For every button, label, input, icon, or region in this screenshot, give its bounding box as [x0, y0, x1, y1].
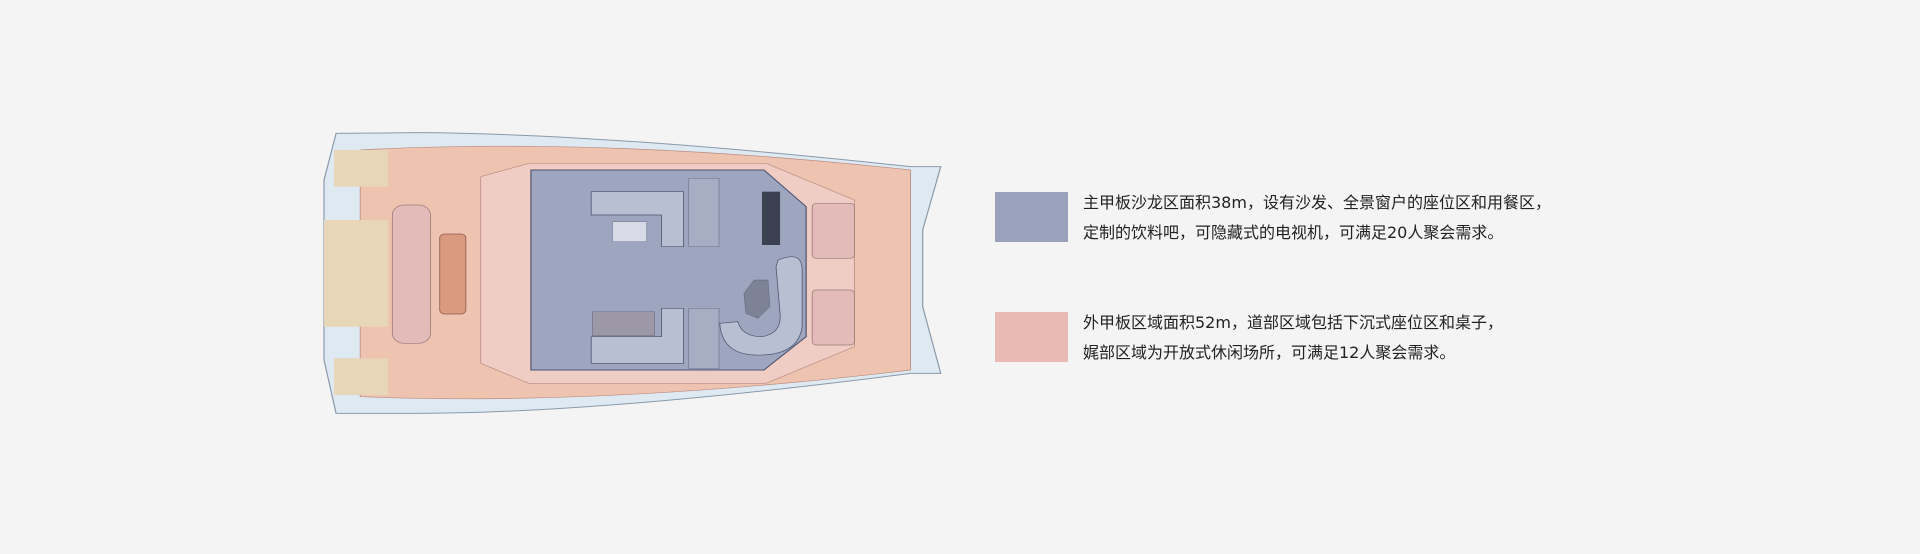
salon-sofa: [590, 191, 685, 247]
curved-sofa: [719, 256, 803, 356]
dining-table: [592, 311, 655, 336]
helm: [761, 191, 781, 245]
aft-table: [439, 233, 467, 315]
bow-seat-top: [811, 203, 855, 259]
stairs-aft: [688, 308, 720, 369]
swim-platform: [324, 220, 389, 327]
legend-line: 主甲板沙龙区面积38m，设有沙发、全景窗户的座位区和用餐区，: [1083, 193, 1551, 212]
legend-line: 娓部区域为开放式休闲场所，可满足12人聚会需求。: [1083, 343, 1456, 362]
steps-top: [334, 150, 389, 187]
dining-sofa: [590, 308, 685, 364]
legend-text-salon: 主甲板沙龙区面积38m，设有沙发、全景窗户的座位区和用餐区， 定制的饮料吧，可隐…: [1083, 188, 1551, 248]
galley-island: [612, 221, 647, 242]
steps-bottom: [334, 358, 389, 395]
coffee-table: [743, 279, 771, 319]
legend-line: 外甲板区域面积52m，道部区域包括下沉式座位区和桌子，: [1083, 313, 1503, 332]
legend-swatch-outer-deck: [995, 312, 1068, 362]
legend-swatch-salon: [995, 192, 1068, 242]
aft-sofa: [391, 204, 431, 344]
yacht-deck-plan: [323, 132, 942, 414]
bow-seat-bottom: [811, 289, 855, 346]
stairs-fwd: [688, 178, 720, 247]
legend-text-outer-deck: 外甲板区域面积52m，道部区域包括下沉式座位区和桌子， 娓部区域为开放式休闲场所…: [1083, 308, 1503, 368]
legend-line: 定制的饮料吧，可隐藏式的电视机，可满足20人聚会需求。: [1083, 223, 1504, 242]
